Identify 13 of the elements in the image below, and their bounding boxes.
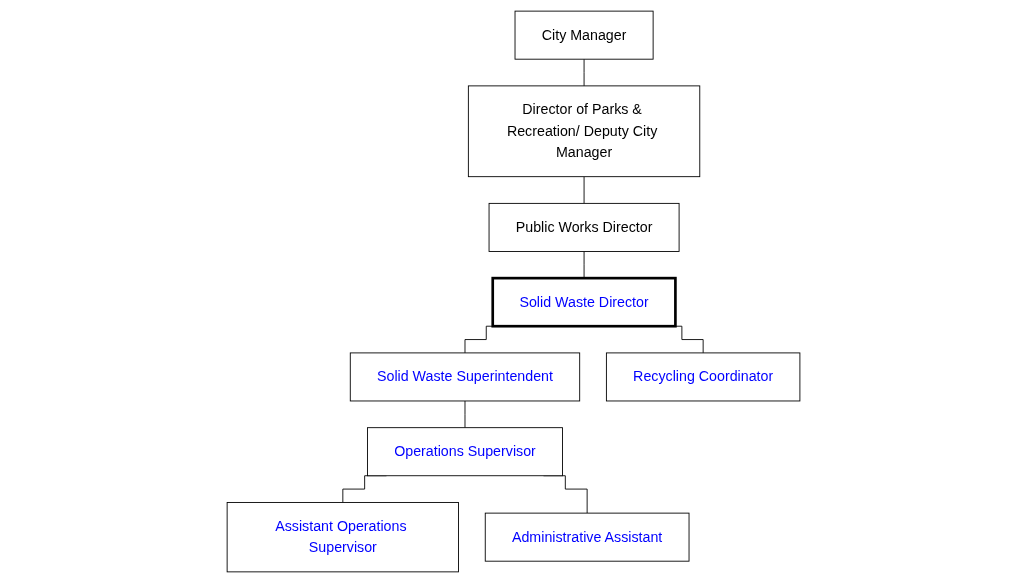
node-box: Administrative Assistant <box>485 512 690 562</box>
connector <box>465 400 466 429</box>
connector <box>584 58 585 87</box>
node-box: Solid Waste Director <box>491 276 678 328</box>
node-box: Assistant Operations Supervisor <box>227 502 460 573</box>
node-box: Recycling Coordinator <box>606 352 801 402</box>
node-box: Director of Parks & Recreation/ Deputy City Manager <box>468 85 701 178</box>
connector <box>584 251 585 279</box>
node-box: Operations Supervisor <box>367 427 564 477</box>
node-box: Public Works Director <box>489 202 681 252</box>
node-box: City Manager <box>515 10 655 60</box>
connector <box>584 176 585 204</box>
node-box: Solid Waste Superintendent <box>350 352 581 402</box>
